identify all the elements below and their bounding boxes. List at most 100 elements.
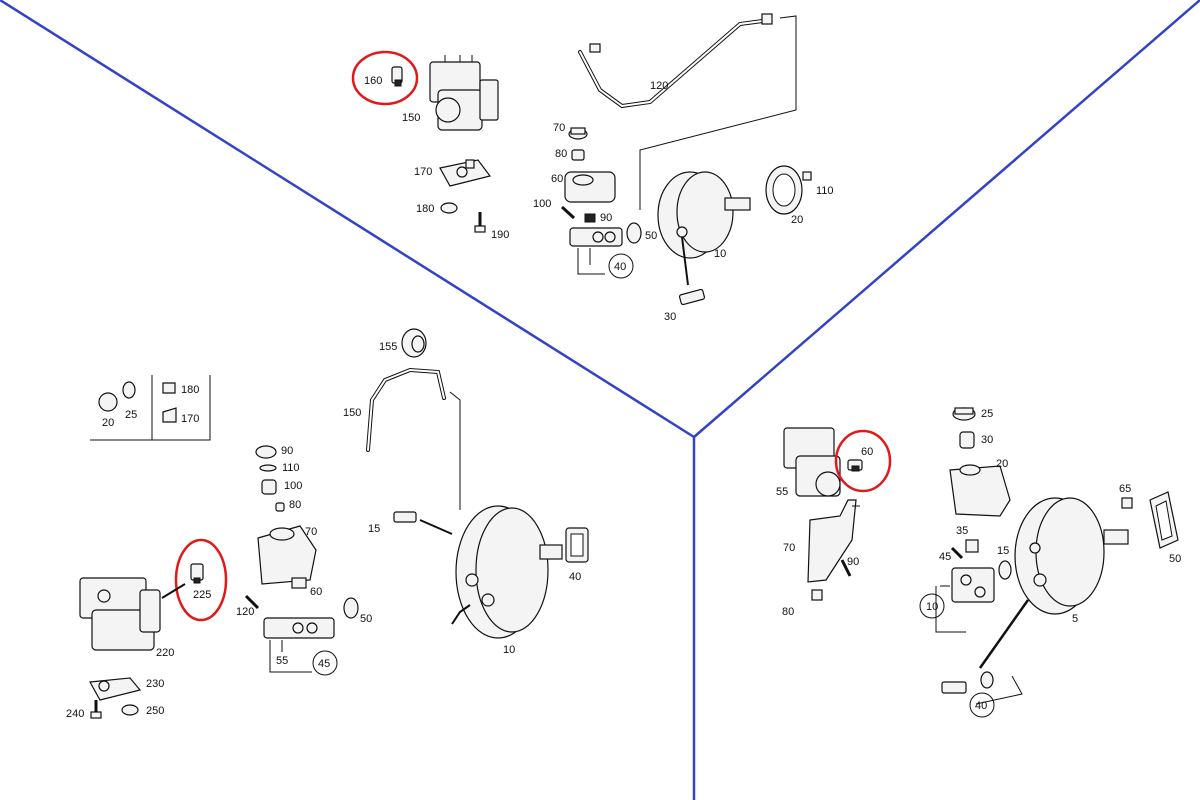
label-left-180: 180 — [181, 384, 199, 396]
part-100-sensor — [560, 205, 576, 220]
label-80: 80 — [555, 148, 567, 160]
part-40-gasket — [565, 527, 589, 563]
part-40-vacuum-sensor — [941, 671, 994, 694]
part-110-nut — [802, 171, 812, 181]
part-225-sensor — [190, 563, 204, 584]
left-panel: 20 25 180 170 155 150 90 110 100 80 — [66, 328, 589, 720]
leader-40 — [577, 248, 605, 275]
label-left-10: 10 — [503, 644, 515, 656]
label-right-55: 55 — [776, 486, 788, 498]
arrow-15 — [419, 519, 453, 535]
label-right-90: 90 — [847, 556, 859, 568]
label-100: 100 — [533, 198, 551, 210]
part-70-cap — [568, 127, 588, 140]
leader-45 — [269, 640, 312, 673]
part-15-sensor — [393, 511, 417, 523]
label-left-25: 25 — [125, 409, 137, 421]
leader-10 — [935, 585, 966, 633]
label-30: 30 — [664, 311, 676, 323]
label-right-35: 35 — [956, 525, 968, 537]
part-90-bolt — [840, 559, 852, 577]
leader-150 — [449, 391, 461, 510]
callout-40 — [608, 253, 634, 279]
label-left-240: 240 — [66, 708, 84, 720]
part-120-sensor — [244, 594, 260, 610]
part-170-clip — [162, 407, 177, 423]
part-220-hydraulic-unit — [79, 577, 161, 651]
divider-right — [693, 0, 1200, 438]
label-10: 10 — [714, 248, 726, 260]
label-190: 190 — [491, 229, 509, 241]
label-right-80: 80 — [782, 606, 794, 618]
label-left-120: 120 — [236, 606, 254, 618]
part-45-sensor — [950, 546, 964, 560]
part-80-filter — [571, 149, 585, 161]
part-50-gasket — [1149, 491, 1179, 549]
label-180: 180 — [416, 203, 434, 215]
part-60-reservoir — [564, 171, 616, 203]
label-left-55: 55 — [276, 655, 288, 667]
highlight-circle-160 — [351, 50, 419, 106]
label-right-70: 70 — [783, 542, 795, 554]
label-left-230: 230 — [146, 678, 164, 690]
part-35-seal — [965, 539, 979, 553]
part-150-hydraulic-unit — [429, 55, 499, 131]
label-left-50: 50 — [360, 613, 372, 625]
part-bracket-right — [807, 499, 860, 583]
label-right-10: 10 — [926, 601, 938, 613]
part-15-o-ring — [998, 560, 1012, 580]
label-90: 90 — [600, 212, 612, 224]
divider-left — [0, 0, 695, 439]
part-20-cap — [98, 392, 118, 412]
part-110-washer — [259, 464, 277, 472]
label-left-225: 225 — [193, 589, 211, 601]
part-master-cylinder — [569, 227, 623, 247]
label-150: 150 — [402, 112, 420, 124]
label-right-65: 65 — [1119, 483, 1131, 495]
label-left-220: 220 — [156, 647, 174, 659]
label-right-45: 45 — [939, 551, 951, 563]
label-60: 60 — [551, 173, 563, 185]
label-right-60: 60 — [861, 446, 873, 458]
part-250-grommet — [121, 704, 139, 716]
leader-40-bracket — [975, 675, 1023, 705]
label-right-5: 5 — [1072, 613, 1078, 625]
part-120-brake-line — [578, 13, 773, 109]
part-5-brake-booster — [1014, 497, 1129, 615]
part-20-gasket — [765, 165, 803, 215]
label-160: 160 — [364, 75, 382, 87]
label-left-100: 100 — [284, 480, 302, 492]
part-70-reservoir — [257, 525, 317, 585]
label-110: 110 — [816, 185, 834, 197]
label-left-90: 90 — [281, 445, 293, 457]
label-left-250: 250 — [146, 705, 164, 717]
label-left-20: 20 — [102, 417, 114, 429]
leader-40-right — [978, 599, 1030, 669]
highlight-circle-225 — [174, 538, 228, 622]
label-right-30: 30 — [981, 434, 993, 446]
label-40: 40 — [614, 261, 626, 273]
part-master-cylinder-right — [951, 567, 995, 603]
callout-40-right — [969, 692, 995, 718]
part-230-bracket — [89, 677, 142, 701]
part-25-seal — [122, 381, 136, 399]
part-10-brake-booster — [657, 171, 751, 259]
part-180-clip — [162, 382, 176, 394]
part-150-vacuum-hose — [366, 367, 446, 452]
label-left-45: 45 — [318, 658, 330, 670]
label-left-70: 70 — [305, 526, 317, 538]
label-left-110: 110 — [282, 462, 300, 474]
label-right-15: 15 — [997, 545, 1009, 557]
right-panel: 55 60 70 90 80 25 30 20 35 45 — [776, 407, 1181, 718]
label-left-15: 15 — [368, 523, 380, 535]
callout-10 — [919, 593, 945, 619]
label-left-40: 40 — [569, 571, 581, 583]
part-60-sensor — [847, 459, 863, 472]
inset-box — [90, 375, 211, 441]
part-90-cap — [255, 445, 277, 459]
label-20: 20 — [791, 214, 803, 226]
part-60-seal — [291, 577, 307, 589]
part-170-bracket — [439, 159, 492, 187]
part-30-vacuum-sensor — [678, 288, 706, 306]
